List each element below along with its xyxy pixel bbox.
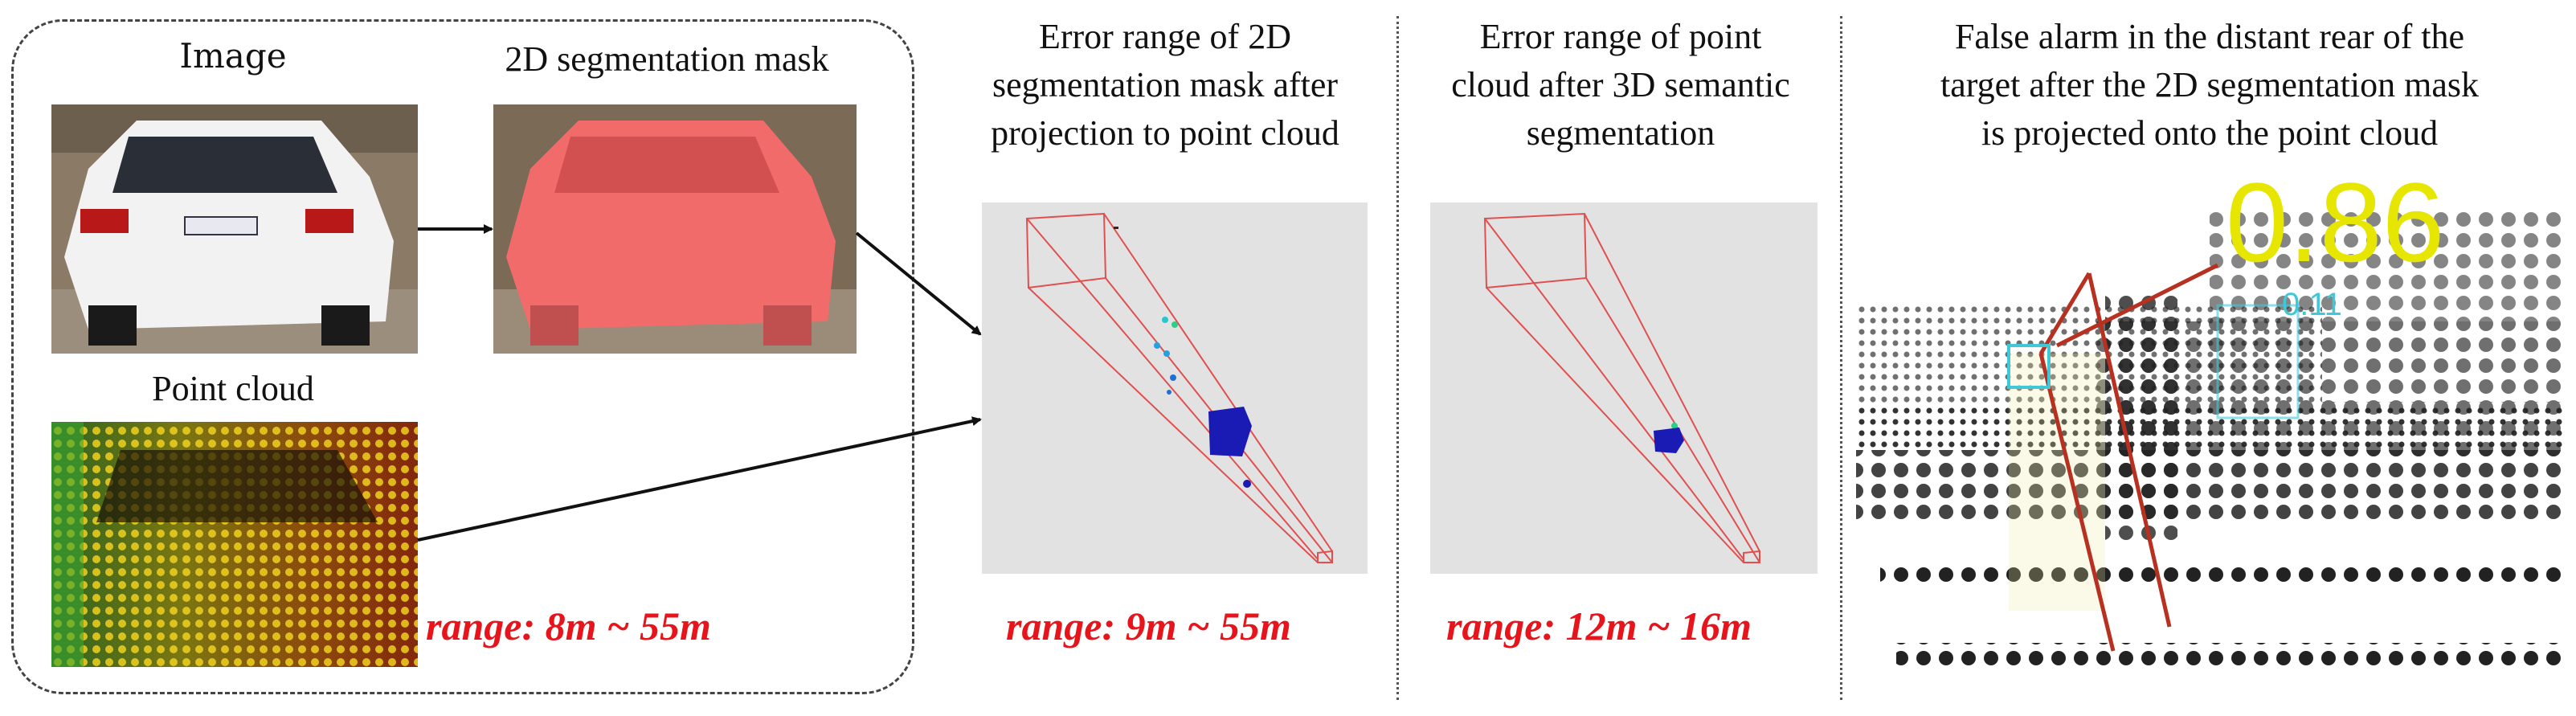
false-alarm-panel: 0.86 0.11 [1856, 159, 2563, 665]
panel2-title: Error range of 2D segmentation mask afte… [991, 17, 1339, 153]
range-projection: range: 9m ~ 55m [1006, 603, 1291, 648]
panel3-title: Error range of point cloud after 3D sema… [1451, 17, 1790, 153]
arrow-icon [855, 231, 982, 336]
panel4-title: False alarm in the distant rear of the t… [1940, 17, 2479, 153]
car-image [51, 104, 418, 354]
projection-panel [982, 203, 1368, 574]
range-semantic: range: 12m ~ 16m [1446, 603, 1752, 648]
point-cloud-image [51, 422, 418, 667]
mask-label: 2D segmentation mask [505, 39, 829, 79]
false-alarm-ground-row [1880, 563, 2563, 665]
semantic-panel [1430, 203, 1818, 574]
separator-1 [1396, 16, 1399, 700]
image-label: Image [179, 36, 287, 76]
score-secondary: 0.11 [2282, 287, 2342, 322]
arrow-icon [417, 416, 982, 542]
range-input: range: 8m ~ 55m [426, 603, 711, 648]
segmentation-mask [493, 104, 857, 354]
score-main: 0.86 [2226, 159, 2444, 285]
separator-2 [1840, 16, 1842, 700]
input-group-box [11, 19, 914, 694]
point-cloud-label: Point cloud [152, 369, 314, 408]
